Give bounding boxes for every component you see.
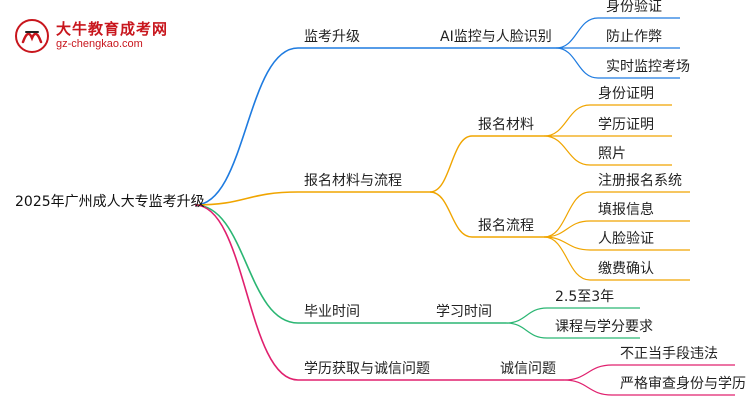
link-level2-4-1-to-2 [563, 379, 613, 396]
link-level2-3-1-to-2 [505, 322, 548, 339]
leaf-node-2-2-1: 注册报名系统 [598, 173, 682, 189]
level2-node-2-1: 报名材料 [478, 117, 534, 133]
leaf-node-1-1-1: 身份验证 [606, 0, 662, 15]
logo-url: gz-chengkao.com [56, 38, 143, 50]
link-level1-2-to-1 [429, 135, 473, 193]
link-root-to-3 [194, 204, 299, 324]
level1-node-2: 报名材料与流程 [304, 173, 402, 189]
level1-node-3: 毕业时间 [304, 304, 360, 320]
level2-node-1-1: AI监控与人脸识别 [440, 29, 552, 45]
leaf-node-1-1-3: 实时监控考场 [606, 59, 690, 75]
link-level2-2-2-to-1 [543, 191, 591, 238]
leaf-node-2-2-3: 人脸验证 [598, 231, 654, 247]
leaf-node-3-1-2: 课程与学分要求 [555, 319, 653, 335]
leaf-node-3-1-1: 2.5至3年 [555, 289, 615, 305]
brand-logo: 大牛教育成考网 gz-chengkao.com [14, 16, 184, 56]
level2-node-3-1: 学习时间 [436, 304, 492, 320]
leaf-node-2-2-2: 填报信息 [598, 202, 654, 218]
level1-node-1: 监考升级 [304, 29, 360, 45]
link-level2-1-1-to-1 [555, 17, 599, 49]
link-level2-4-1-to-1 [563, 364, 613, 381]
leaf-node-4-1-1: 不正当手段违法 [620, 346, 718, 362]
leaf-node-2-1-3: 照片 [598, 146, 626, 162]
link-root-to-1 [194, 47, 299, 206]
link-level2-2-2-to-4 [543, 236, 591, 281]
leaf-node-2-1-1: 身份证明 [598, 86, 654, 102]
logo-mark-icon [15, 19, 49, 53]
link-level2-3-1-to-1 [505, 307, 548, 324]
leaf-node-2-2-4: 缴费确认 [598, 261, 654, 277]
root-node: 2025年广州成人大专监考升级 [15, 194, 205, 210]
link-level2-1-1-to-3 [555, 47, 599, 79]
level1-node-4: 学历获取与诚信问题 [304, 361, 430, 377]
logo-title: 大牛教育成考网 [56, 20, 169, 38]
level2-node-4-1: 诚信问题 [500, 361, 556, 377]
link-level2-2-1-to-1 [543, 104, 591, 137]
leaf-node-4-1-2: 严格审查身份与学历 [620, 376, 746, 392]
link-level2-2-2-to-2 [543, 220, 591, 238]
leaf-node-1-1-2: 防止作弊 [606, 29, 662, 45]
level2-node-2-2: 报名流程 [478, 218, 534, 234]
leaf-node-2-1-2: 学历证明 [598, 117, 654, 133]
link-level2-2-1-to-3 [543, 135, 591, 166]
link-root-to-2 [194, 191, 299, 206]
link-root-to-4 [194, 204, 299, 381]
link-level1-2-to-2 [429, 191, 473, 238]
